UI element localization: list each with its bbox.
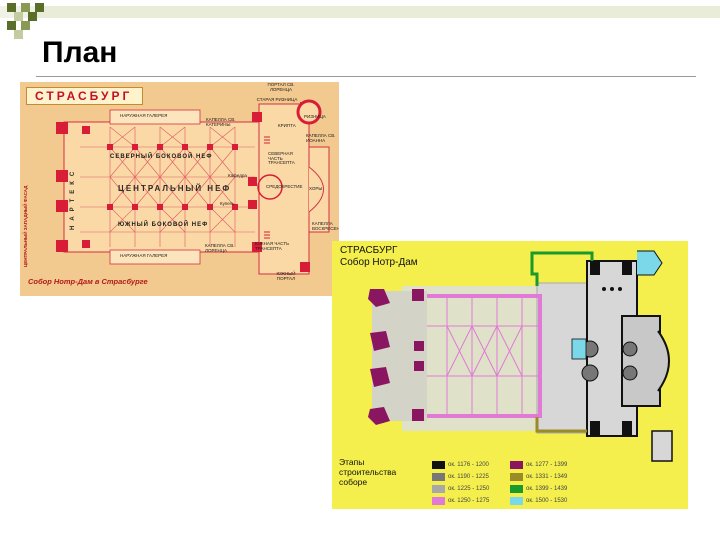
legend-label: ок. 1190 - 1225 xyxy=(448,473,489,480)
plan1-caption: Собор Нотр-Дам в Страсбурге xyxy=(28,277,148,286)
label-gallery-south: НАРУЖНАЯ ГАЛЕРЕЯ xyxy=(120,253,168,258)
label-chapel-st-john: КАПЕЛЛА СВ. ИОАННА xyxy=(306,133,336,143)
label-west-facade: ЦЕНТРАЛЬНЫЙ ЗАПАДНЫЙ ФАСАД xyxy=(23,185,28,267)
legend-item: ок. 1250 - 1275 xyxy=(432,496,489,505)
legend-swatch xyxy=(432,472,445,481)
legend-swatch xyxy=(510,484,523,493)
plan2-heading: СТРАСБУРГ Собор Нотр-Дам xyxy=(340,245,418,269)
legend-swatch xyxy=(432,460,445,469)
legend-title-line-2: строительства xyxy=(339,467,397,478)
label-crypt: КРИПТА xyxy=(278,123,296,128)
legend-title-line-1: Этапы xyxy=(339,457,365,467)
legend-item: ок. 1331 - 1349 xyxy=(510,472,567,481)
legend-item: ок. 1277 - 1399 xyxy=(510,460,567,469)
legend-label: ок. 1399 - 1439 xyxy=(526,485,568,492)
label-nave: ЦЕНТРАЛЬНЫЙ НЕФ xyxy=(118,184,232,193)
label-gallery-north: НАРУЖНАЯ ГАЛЕРЕЯ xyxy=(120,113,168,118)
slide-title: План xyxy=(42,36,118,69)
legend-title-line-3: соборе xyxy=(339,477,368,488)
legend-item: ок. 1190 - 1225 xyxy=(432,472,489,481)
label-middle-cross: СРЕДОКРЕСТИЕ xyxy=(266,184,303,189)
label-sacristy-old: СТАРАЯ РИЗНИЦА xyxy=(256,97,298,102)
label-chapel-st-lawrence: КАПЕЛЛА СВ. ЛОРЕНЦА xyxy=(205,243,235,253)
label-chapel-south: КАПЕЛЛА ВОСКРЕСЕНИЯ xyxy=(312,221,339,231)
legend-label: ок. 1500 - 1530 xyxy=(526,497,568,504)
legend-item: ок. 1225 - 1250 xyxy=(432,484,489,493)
label-rotunda: РИЗНИЦА xyxy=(304,114,326,119)
legend-label: ок. 1250 - 1275 xyxy=(448,497,490,504)
header-decoration xyxy=(0,3,720,39)
plan2-drawing xyxy=(368,250,673,462)
plan1-drawing xyxy=(56,99,330,275)
title-divider xyxy=(36,76,696,77)
legend-swatch xyxy=(510,472,523,481)
label-transept-north: СЕВЕРНАЯ ЧАСТЬ ТРАНСЕПТА xyxy=(268,151,295,166)
label-portal-north: ПОРТАЛ СВ. ЛОРЕНЦА xyxy=(267,82,295,92)
legend-item: ок. 1399 - 1439 xyxy=(510,484,567,493)
label-north-aisle: СЕВЕРНЫЙ БОКОВОЙ НЕФ xyxy=(110,154,213,160)
legend-swatch xyxy=(432,484,445,493)
label-narthex: НАРТЕКС xyxy=(70,166,76,230)
legend-swatch xyxy=(510,496,523,505)
legend-title: Этапы строительства соборе xyxy=(339,457,396,488)
legend-label: ок. 1176 - 1200 xyxy=(448,461,489,468)
strasbourg-plan-construction-stages: СТРАСБУРГ Собор Нотр-Дам Этапы строитель… xyxy=(332,241,688,509)
label-choir: ХОРЫ xyxy=(309,186,323,191)
legend-label: ок. 1277 - 1399 xyxy=(526,461,568,468)
plan2-heading-name: Собор Нотр-Дам xyxy=(340,257,418,268)
label-transept-south: ЮЖНАЯ ЧАСТЬ ТРАНСЕПТА xyxy=(255,241,290,251)
plan2-heading-city: СТРАСБУРГ xyxy=(340,245,398,256)
label-chapel-st-catherine: КАПЕЛЛА СВ. КАТЕРИНЫ xyxy=(206,117,236,127)
label-font: Купель xyxy=(220,201,235,206)
plan1-city-label: СТРАСБУРГ xyxy=(35,89,133,103)
legend-item: ок. 1176 - 1200 xyxy=(432,460,489,469)
strasbourg-plan-labeled: СТРАСБУРГ ПОРТАЛ СВ. ЛОРЕНЦА СТАРАЯ РИЗН… xyxy=(20,82,339,296)
plan1-city-box: СТРАСБУРГ xyxy=(26,87,143,105)
label-south-aisle: ЮЖНЫЙ БОКОВОЙ НЕФ xyxy=(118,222,209,228)
legend-swatch xyxy=(432,496,445,505)
legend-item: ок. 1500 - 1530 xyxy=(510,496,567,505)
legend-swatch xyxy=(510,460,523,469)
label-portal-south: ЮЖНЫЙ ПОРТАЛ xyxy=(276,271,296,281)
legend-label: ок. 1225 - 1250 xyxy=(448,485,490,492)
legend-label: ок. 1331 - 1349 xyxy=(526,473,568,480)
label-pulpit: Кафедра xyxy=(228,173,247,178)
